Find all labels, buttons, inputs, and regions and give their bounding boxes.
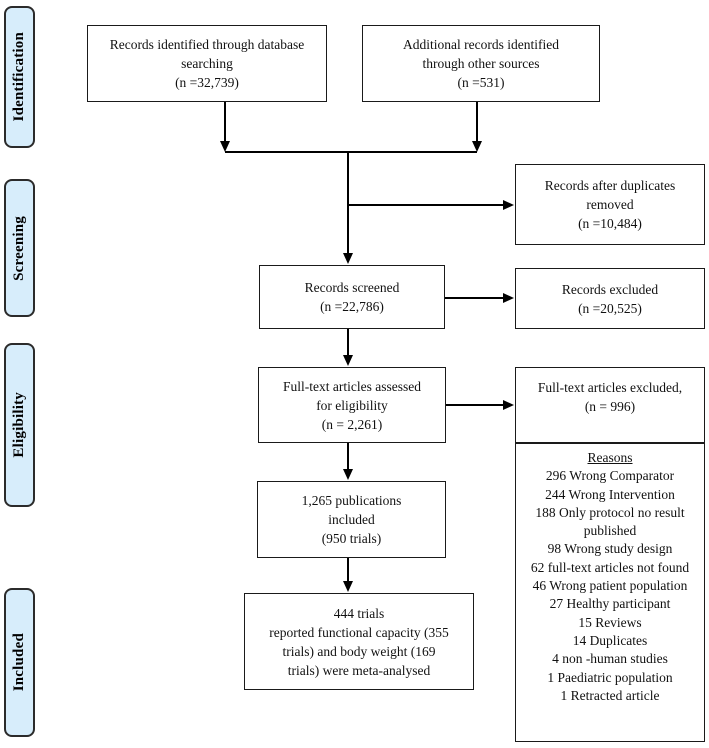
reason-item: 296 Wrong Comparator	[545, 468, 675, 484]
reason-item: 244 Wrong Intervention	[545, 486, 675, 502]
reason-item: 1 Paediatric population	[547, 669, 673, 685]
reason-item: 46 Wrong patient population	[532, 578, 688, 594]
arrow-db-down-head	[220, 141, 230, 152]
box-text-line: included	[328, 512, 375, 527]
reason-item: 98 Wrong study design	[547, 541, 673, 557]
box-text-line: (n =531)	[457, 75, 505, 90]
box-text-line: (950 trials)	[321, 531, 382, 546]
reason-item: 1 Retracted article	[560, 687, 660, 703]
box-text-line: Records identified through database	[109, 37, 305, 52]
box-text-line: (n =22,786)	[320, 299, 384, 314]
reason-item: 14 Duplicates	[572, 632, 648, 648]
box-text-line: Records after duplicates	[544, 178, 676, 193]
arrow-other-down-head	[472, 141, 482, 152]
reason-item: 4 non -human studies	[552, 651, 668, 667]
stage-label-text: Eligibility	[11, 392, 27, 458]
box-text-line: Records screened	[304, 280, 400, 295]
box-trials-meta-analysed: 444 trials reported functional capacity …	[244, 593, 474, 690]
box-text-line: Full-text articles assessed	[283, 378, 421, 394]
box-text-line: (n = 2,261)	[321, 416, 383, 432]
stage-label-screening: Screening	[4, 179, 35, 317]
box-text-line: (n =32,739)	[175, 75, 239, 90]
stage-label-included: Included	[4, 588, 35, 737]
box-exclusion-reasons: Reasons 296 Wrong Comparator 244 Wrong I…	[515, 443, 705, 742]
arrow-to-excluded-head	[503, 293, 514, 303]
box-text-line: Records excluded	[561, 281, 659, 297]
reason-item: 15 Reviews	[578, 614, 642, 630]
reason-item: 188 Only protocol no result published	[535, 504, 685, 539]
reason-item: 62 full-text articles not found	[530, 559, 690, 575]
box-text-line: (n =10,484)	[578, 216, 642, 231]
arrow-to-duplicates-head	[503, 200, 514, 210]
box-text-line: for eligibility	[316, 397, 388, 413]
arrow-to-screened-head	[343, 253, 353, 264]
arrow-to-fulltext-head	[343, 355, 353, 366]
arrow-to-publications-head	[343, 469, 353, 480]
box-records-screened: Records screened (n =22,786)	[259, 265, 445, 329]
box-fulltext-assessed: Full-text articles assessed for eligibil…	[258, 367, 446, 443]
stage-label-identification: Identification	[4, 6, 35, 148]
reason-item: 27 Healthy participant	[549, 596, 671, 612]
box-text-line: through other sources	[422, 56, 540, 71]
box-text-line: (n = 996)	[584, 399, 636, 414]
arrow-to-meta-head	[343, 581, 353, 592]
stage-label-eligibility: Eligibility	[4, 343, 35, 507]
box-additional-records-other-sources: Additional records identified through ot…	[362, 25, 600, 102]
box-records-identified-database: Records identified through database sear…	[87, 25, 327, 102]
box-publications-included: 1,265 publications included (950 trials)	[257, 481, 446, 558]
box-text-line: 444 trials	[333, 605, 385, 621]
box-text-line: reported functional capacity (355	[269, 624, 449, 640]
box-text-line: trials) and body weight (169	[282, 643, 436, 659]
stage-label-text: Included	[11, 633, 27, 692]
box-text-line: trials) were meta-analysed	[287, 662, 431, 678]
box-text-line: Additional records identified	[403, 37, 559, 52]
stage-label-text: Identification	[11, 32, 27, 122]
box-records-excluded: Records excluded (n =20,525)	[515, 268, 705, 329]
box-text-line: Full-text articles excluded,	[537, 380, 683, 395]
box-text-line: 1,265 publications	[301, 493, 402, 508]
reasons-title: Reasons	[587, 450, 633, 465]
box-text-line: (n =20,525)	[578, 300, 642, 316]
box-fulltext-excluded: Full-text articles excluded, (n = 996)	[515, 367, 705, 443]
stage-label-text: Screening	[11, 215, 27, 281]
box-records-after-duplicates-removed: Records after duplicates removed (n =10,…	[515, 164, 705, 245]
arrow-to-ft-excluded-head	[503, 400, 514, 410]
box-text-line: removed	[586, 197, 634, 212]
box-text-line: searching	[181, 56, 233, 71]
